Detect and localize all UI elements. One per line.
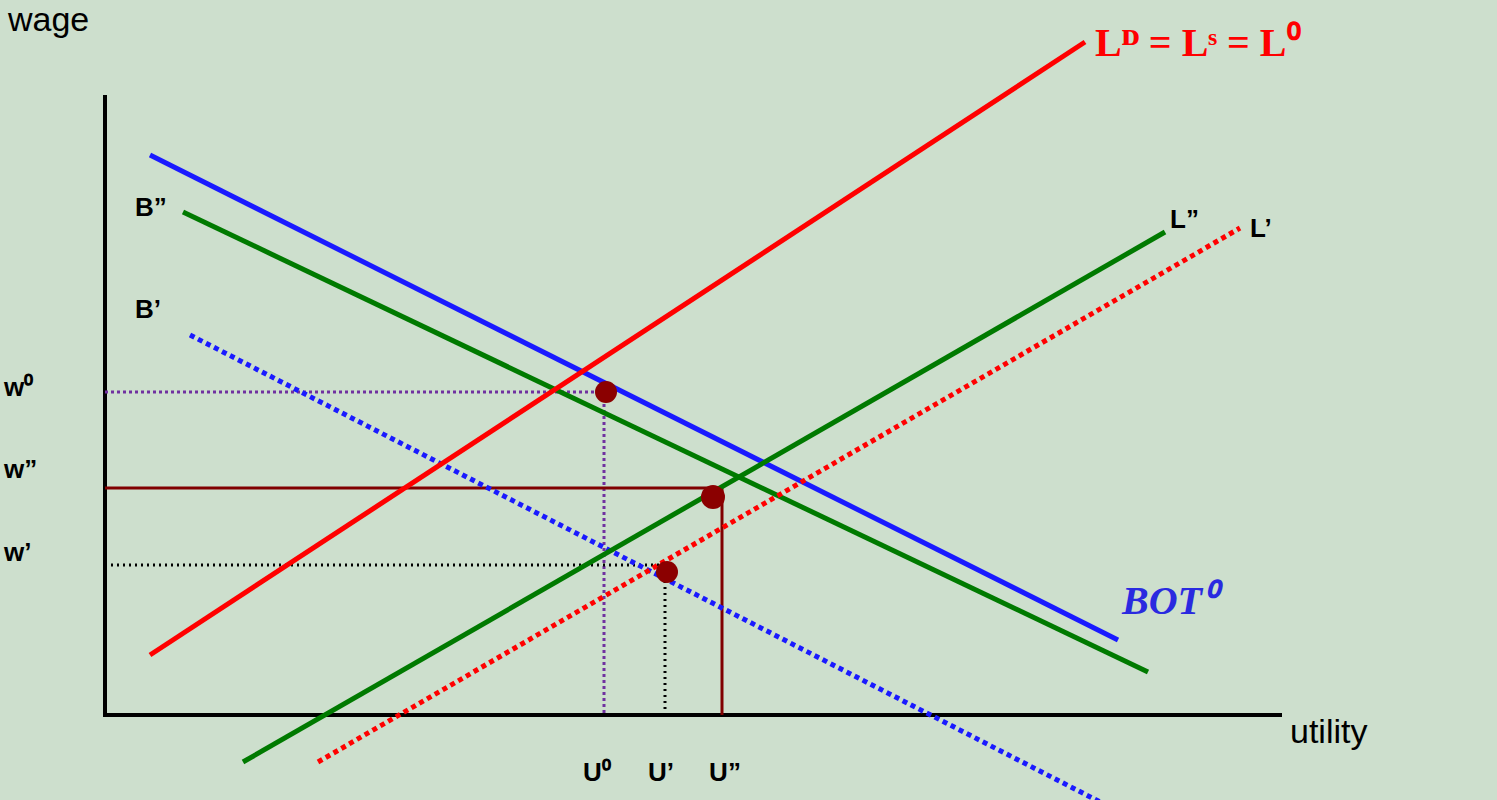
equilibrium-point: [656, 561, 678, 583]
curve-label: B”: [135, 193, 167, 223]
tick-label: U’: [648, 758, 674, 788]
curve-label: L”: [1170, 205, 1199, 235]
w0-guide: [105, 391, 606, 394]
l0-line: [150, 42, 1085, 655]
b1-line: [190, 335, 1145, 800]
axis-label: utility: [1290, 712, 1367, 751]
curve-label: L’: [1250, 214, 1272, 244]
tick-label: w⁰: [4, 373, 33, 403]
x-axis: [103, 713, 1282, 717]
l1-line: [318, 228, 1240, 762]
curve-label: B’: [135, 295, 161, 325]
bot0-line: [150, 155, 1118, 640]
w2-guide: [105, 487, 722, 490]
tick-label: U⁰: [583, 758, 611, 788]
b2-line: [183, 212, 1148, 672]
curve-label: BOT⁰: [1122, 578, 1216, 624]
axis-label: wage: [8, 0, 89, 39]
tick-label: w’: [4, 538, 31, 568]
l2-line: [243, 232, 1165, 762]
curve-label: Lᴰ = Lˢ = L⁰: [1095, 20, 1301, 66]
equilibrium-point: [595, 381, 617, 403]
equilibrium-point: [701, 485, 725, 509]
tick-label: w”: [4, 455, 37, 485]
tick-label: U”: [709, 758, 741, 788]
y-axis: [103, 95, 107, 717]
u2-guide: [721, 488, 724, 715]
u1-guide: [664, 575, 667, 713]
